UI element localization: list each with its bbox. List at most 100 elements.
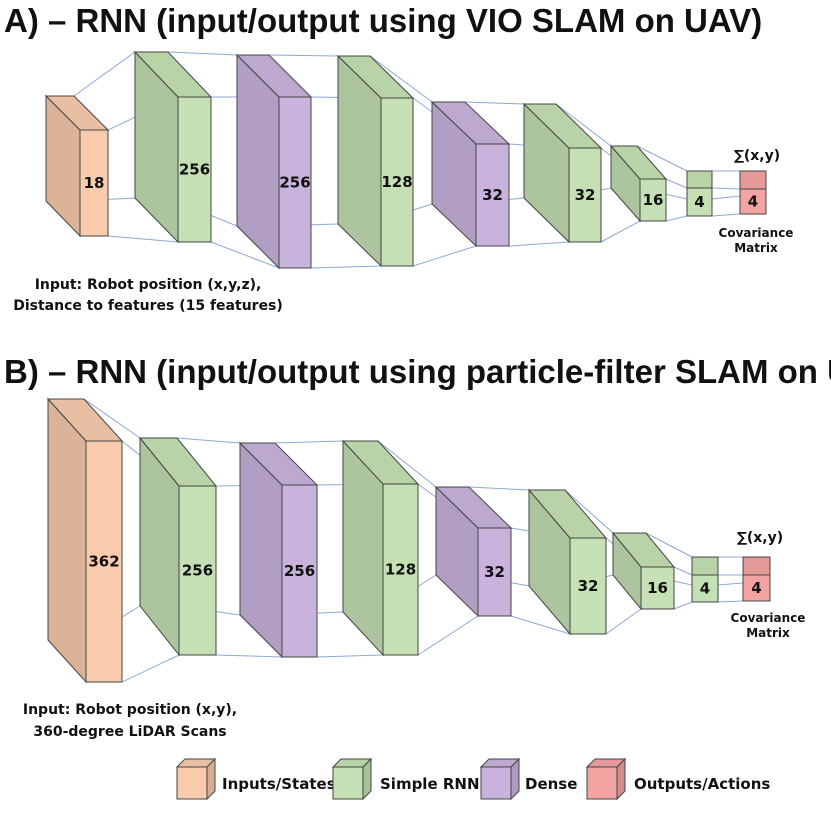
layer-box-dense: 256 xyxy=(235,53,313,270)
layer-size-label: 256 xyxy=(279,174,310,192)
layer-box-inputs: 362 xyxy=(46,397,124,684)
legend-swatch-inputs xyxy=(175,757,217,801)
layer-front-face xyxy=(686,187,713,217)
legend-label-outputs: Outputs/Actions xyxy=(634,775,770,793)
legend-swatch-dense xyxy=(479,757,521,801)
layer-size-label: 4 xyxy=(694,193,704,211)
layer-top-face xyxy=(739,170,767,190)
layer-box-dense: 32 xyxy=(434,485,513,618)
layer-size-label: 32 xyxy=(484,563,505,581)
connector-line xyxy=(508,241,570,247)
connector-line xyxy=(121,654,180,683)
layer-front-face xyxy=(382,483,419,656)
connector-line xyxy=(717,600,744,603)
layer-front-face xyxy=(640,566,675,610)
layer-box-rnn: 16 xyxy=(611,531,676,611)
connector-line xyxy=(464,101,525,105)
connector-line xyxy=(468,486,530,491)
panel-a-input-caption-line1: Input: Robot position (x,y,z), xyxy=(35,277,262,293)
layer-size-label: 256 xyxy=(179,161,210,179)
panel-b-input-caption-line2: 360-degree LiDAR Scans xyxy=(33,724,226,740)
panel-b-title: B) – RNN (input/output using particle-fi… xyxy=(4,353,831,390)
swatch-front xyxy=(480,766,512,800)
connector-line xyxy=(711,187,741,190)
connector-line xyxy=(417,615,479,656)
layer-size-label: 32 xyxy=(578,577,599,595)
connector-line xyxy=(215,654,283,658)
panel-a-input-caption-line2: Distance to features (15 features) xyxy=(13,298,283,314)
connector-line xyxy=(673,566,693,576)
layer-size-label: 18 xyxy=(84,174,105,192)
layer-box-dense: 256 xyxy=(238,441,319,659)
swatch-front xyxy=(176,766,208,800)
connector-line xyxy=(274,440,344,444)
layer-box-rnn: 32 xyxy=(522,102,603,244)
layer-box-rnn: 4 xyxy=(686,170,713,217)
connector-line xyxy=(510,615,571,635)
panel-b-sigma-label: ∑(x,y) xyxy=(737,530,783,546)
layer-box-rnn: 16 xyxy=(609,144,668,223)
connector-line xyxy=(83,398,141,439)
connector-line xyxy=(210,241,280,269)
layer-front-face xyxy=(739,188,767,215)
connector-line xyxy=(600,220,641,243)
layer-size-label: 128 xyxy=(381,173,412,191)
connector-line xyxy=(711,195,741,200)
layer-size-label: 32 xyxy=(482,186,503,204)
panel-a-output-caption-line2: Matrix xyxy=(734,241,778,255)
panel-b-input-caption-line1: Input: Robot position (x,y), xyxy=(23,702,237,718)
legend-swatch-rnn xyxy=(331,757,373,801)
layer-top-face xyxy=(691,556,719,576)
legend-label-rnn: Simple RNN xyxy=(380,775,480,793)
layer-front-face xyxy=(178,485,217,656)
layer-side-face xyxy=(47,397,87,684)
connector-line xyxy=(645,532,693,558)
layer-size-label: 256 xyxy=(284,562,315,580)
swatch-front xyxy=(586,766,618,800)
legend-label-inputs: Inputs/States xyxy=(222,775,336,793)
connector-line xyxy=(268,54,339,57)
connector-line xyxy=(316,654,384,658)
layer-box-rnn: 128 xyxy=(336,54,415,268)
layer-front-face xyxy=(639,178,667,222)
layer-size-label: 4 xyxy=(748,193,758,211)
layer-top-face xyxy=(686,170,713,189)
layer-box-outputs: 4 xyxy=(742,556,771,602)
layer-front-face xyxy=(79,129,109,237)
layer-box-rnn: 128 xyxy=(341,439,420,657)
layer-box-inputs: 18 xyxy=(44,94,110,238)
connector-line xyxy=(564,489,614,534)
connector-line xyxy=(555,103,612,147)
legend: Inputs/States Simple RNN Dense Outputs/A… xyxy=(175,757,770,801)
connector-line xyxy=(665,178,688,189)
connector-line xyxy=(310,265,382,269)
connector-line xyxy=(167,51,238,56)
layer-size-label: 128 xyxy=(385,561,416,579)
connector-line xyxy=(369,55,433,103)
legend-label-dense: Dense xyxy=(525,775,577,793)
layer-front-face xyxy=(691,574,719,603)
layer-front-face xyxy=(85,440,123,683)
layer-front-face xyxy=(569,537,607,635)
layer-size-label: 256 xyxy=(182,562,213,580)
layer-front-face xyxy=(477,527,512,617)
panel-b-output-caption-line1: Covariance xyxy=(731,611,806,625)
layer-box-rnn: 256 xyxy=(138,436,218,657)
layer-size-label: 362 xyxy=(88,553,119,571)
layer-front-face xyxy=(380,97,414,267)
panel-b-output-caption-line2: Matrix xyxy=(746,626,790,640)
connector-line xyxy=(73,51,136,97)
layer-size-label: 4 xyxy=(751,579,761,597)
layer-box-dense: 32 xyxy=(430,100,511,248)
connector-line xyxy=(717,582,744,586)
layer-front-face xyxy=(278,96,312,269)
layer-size-label: 4 xyxy=(700,580,710,598)
connector-line xyxy=(377,440,437,488)
swatch-front xyxy=(332,766,364,800)
layer-box-rnn: 256 xyxy=(133,50,213,244)
connector-line xyxy=(711,213,741,217)
layer-front-face xyxy=(742,574,771,602)
layer-front-face xyxy=(475,143,510,247)
